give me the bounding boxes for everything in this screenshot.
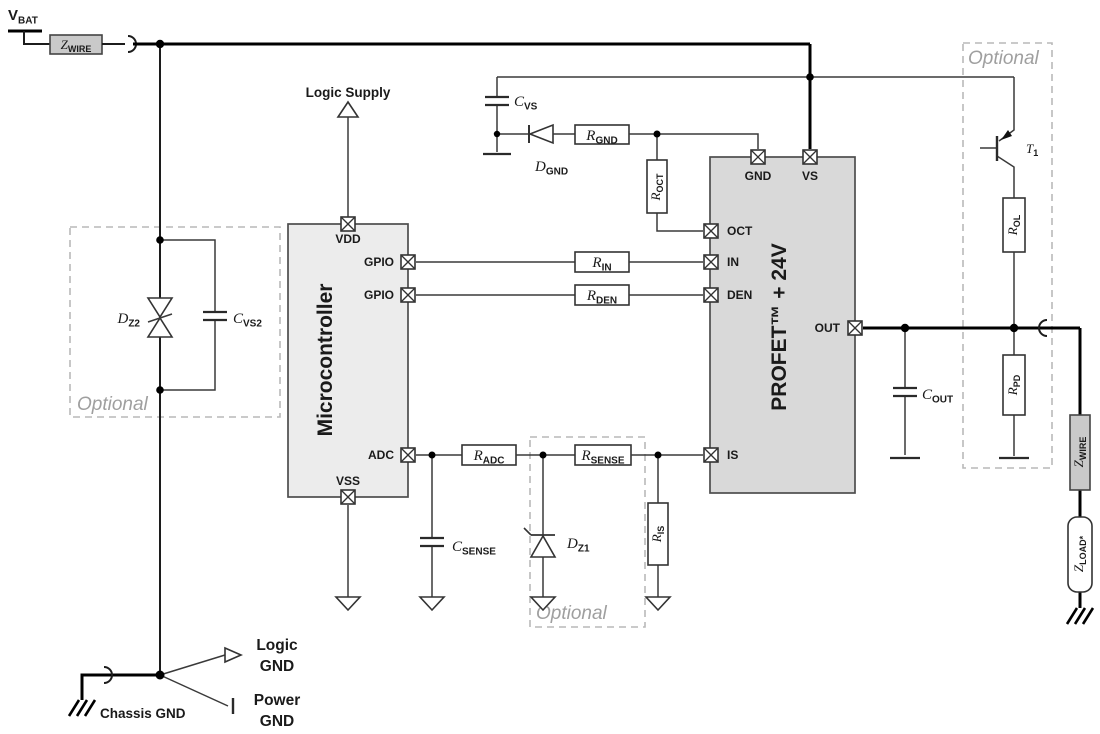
in-net: RIN (416, 251, 703, 274)
resistor-rpd: RPD (999, 328, 1029, 460)
rgnd-label: RGND (585, 128, 617, 147)
zload-label: ZLOAD* (1071, 535, 1088, 572)
pin-mcu-vss-icon (340, 489, 356, 505)
pin-mcu-vss-label: VSS (336, 474, 360, 488)
t1-label: T1 (1026, 141, 1038, 158)
pin-profet-out-label: OUT (815, 321, 841, 335)
profet-block: PROFET™ + 24V GND VS OCT IN DEN OUT IS (703, 149, 863, 494)
ground-star-point: Chassis GND Logic GND Power GND (67, 637, 301, 730)
vbat-label: VBAT (8, 7, 38, 27)
junction-dots (155, 39, 1019, 680)
pin-mcu-gpio1-icon (400, 254, 416, 270)
ris-label: RIS (649, 526, 666, 543)
microcontroller-label: Microcontroller (314, 284, 337, 437)
rpd-label: RPD (1005, 374, 1022, 396)
rden-label: RDEN (586, 288, 617, 307)
pin-profet-oct-label: OCT (727, 224, 753, 238)
pin-mcu-gpio2-icon (400, 287, 416, 303)
diode-dgnd: DGND (497, 123, 575, 178)
optional-label-right: Optional (968, 48, 1040, 69)
zwire-supply-label: ZWIRE (61, 37, 92, 54)
cvs-label: CVS (514, 94, 538, 113)
pin-profet-in-label: IN (727, 255, 739, 269)
chassis-ground-left-icon (67, 698, 97, 718)
pin-profet-vs-icon (802, 149, 818, 165)
capacitor-cvs2: CVS2 (160, 239, 262, 391)
pin-profet-is-label: IS (727, 448, 738, 462)
load-branch: ZWIRE ZLOAD* (1065, 328, 1095, 626)
pin-mcu-gpio1-label: GPIO (364, 255, 394, 269)
logic-supply-label: Logic Supply (306, 85, 391, 100)
cvs2-label: CVS2 (233, 311, 262, 330)
pin-profet-is-icon (703, 447, 719, 463)
cout-label: COUT (922, 387, 953, 406)
gnd-net-wire (629, 133, 759, 149)
vss-ground (335, 505, 361, 611)
pin-profet-in-icon (703, 254, 719, 270)
optional-label-middle: Optional (536, 603, 608, 624)
profet-label: PROFET™ + 24V (768, 243, 791, 410)
dz1-label: DZ1 (566, 536, 590, 555)
chassis-gnd-label: Chassis GND (100, 706, 186, 721)
pin-mcu-adc-label: ADC (368, 448, 394, 462)
connector-out-icon (1038, 319, 1048, 337)
pin-profet-oct-icon (703, 223, 719, 239)
vbat-terminal: VBAT (8, 7, 50, 45)
roct-label: ROCT (648, 173, 665, 201)
resistor-rgnd: RGND (574, 124, 630, 147)
optional-box-left: Optional (69, 226, 281, 418)
power-gnd-label-line2: GND (260, 713, 294, 730)
zener-dz1: DZ1 (523, 455, 590, 611)
resistor-roct: ROCT (646, 134, 703, 232)
csense-label: CSENSE (452, 539, 496, 558)
pin-profet-out-icon (847, 320, 863, 336)
rol-label: ROL (1005, 214, 1022, 236)
resistor-ris: RIS (645, 455, 671, 611)
logic-gnd-label-line2: GND (260, 658, 294, 675)
pin-profet-gnd-label: GND (745, 169, 772, 183)
power-gnd-label-line1: Power (254, 692, 301, 709)
zwire-load-label: ZWIRE (1071, 437, 1088, 468)
pin-mcu-adc-icon (400, 447, 416, 463)
logic-supply-terminal: Logic Supply (306, 85, 391, 217)
capacitor-csense: CSENSE (419, 455, 496, 611)
transistor-t1: T1 (980, 77, 1038, 198)
pin-profet-gnd-icon (750, 149, 766, 165)
rsense-label: RSENSE (580, 448, 624, 467)
logic-gnd-arrow-icon (224, 646, 243, 664)
optional-label-left: Optional (77, 394, 149, 415)
logic-gnd-label-line1: Logic (256, 637, 298, 654)
capacitor-cvs: CVS (483, 77, 538, 156)
connector-gnd-icon (103, 666, 113, 684)
radc-label: RADC (473, 448, 505, 467)
capacitor-cout: COUT (890, 328, 953, 460)
chassis-ground-right-icon (1065, 606, 1095, 626)
pin-mcu-vdd-icon (340, 216, 356, 232)
is-net: RADC RSENSE (416, 444, 703, 467)
resistor-rol: ROL (1002, 197, 1026, 328)
microcontroller-block: Microcontroller VDD GPIO GPIO ADC VSS (287, 216, 416, 505)
pin-profet-den-label: DEN (727, 288, 752, 302)
pin-profet-vs-label: VS (802, 169, 818, 183)
tvs-dz2: DZ2 (116, 297, 174, 338)
dz2-label: DZ2 (116, 311, 140, 330)
rin-label: RIN (591, 255, 611, 274)
dgnd-label: DGND (534, 159, 568, 178)
optional-box-right: Optional (962, 42, 1053, 469)
optional-box-middle: Optional (529, 436, 646, 628)
den-net: RDEN (416, 284, 703, 307)
pin-mcu-gpio2-label: GPIO (364, 288, 394, 302)
pin-profet-den-icon (703, 287, 719, 303)
pin-mcu-vdd-label: VDD (335, 232, 361, 246)
zwire-supply-resistor: ZWIRE (49, 34, 103, 55)
